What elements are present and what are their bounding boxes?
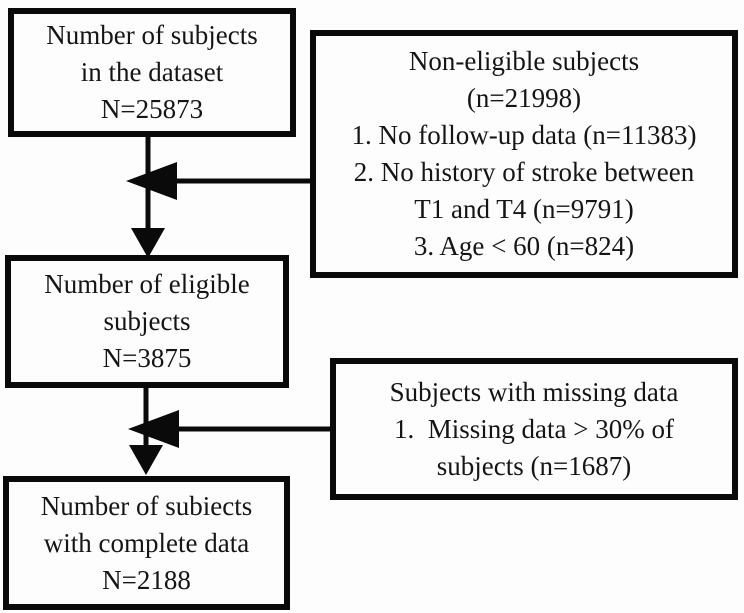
down-arrowhead-icon — [131, 228, 165, 258]
box-text-line: T1 and T4 (n=9791) — [414, 194, 634, 224]
box-text-line: 1. Missing data > 30% of — [394, 413, 674, 444]
box-text-line: 2. No history of stroke between — [353, 157, 695, 187]
box-subjects-missing-data: Subjects with missing data 1. Missing da… — [330, 358, 738, 500]
box-text-line: subjects (n=1687) — [436, 450, 632, 481]
box-text-line: in the dataset — [80, 57, 224, 87]
box-eligible-subjects: Number of eligible subjects N=3875 — [5, 255, 289, 388]
box-text-line: Number of eligible — [44, 269, 250, 299]
box-text-line: N=3875 — [102, 343, 192, 373]
box-text-line: with complete data — [43, 527, 250, 558]
box-text-line: Subjects with missing data — [389, 376, 679, 407]
box-text-line: 1. No follow-up data (n=11383) — [351, 120, 697, 150]
box-non-eligible-subjects: Non-eligible subjects (n=21998) 1. No fo… — [310, 30, 738, 278]
box-text-line: Number of subjects — [46, 20, 258, 50]
down-arrowhead-icon — [129, 445, 163, 475]
box-text-line: Non-eligible subjects — [408, 46, 640, 76]
box-text-line: N=25873 — [100, 94, 204, 124]
arrow-missing-to-junction — [128, 410, 332, 448]
arrow-noneligible-to-junction — [126, 162, 312, 200]
box-text-line: 3. Age < 60 (n=824) — [413, 231, 635, 261]
box-subjects-in-dataset: Number of subjects in the dataset N=2587… — [8, 8, 296, 137]
box-subjects-complete-data: Number of subiects with complete data N=… — [3, 476, 290, 610]
arrow-dataset-to-eligible — [131, 134, 165, 258]
box-text-line: subjects — [103, 306, 191, 336]
box-text-line: N=2188 — [102, 564, 191, 595]
box-text-line: Number of subiects — [40, 490, 253, 521]
arrow-eligible-to-complete — [129, 386, 163, 475]
left-arrowhead-icon — [126, 162, 177, 200]
box-text-line: (n=21998) — [466, 83, 582, 113]
left-arrowhead-icon — [128, 410, 179, 448]
